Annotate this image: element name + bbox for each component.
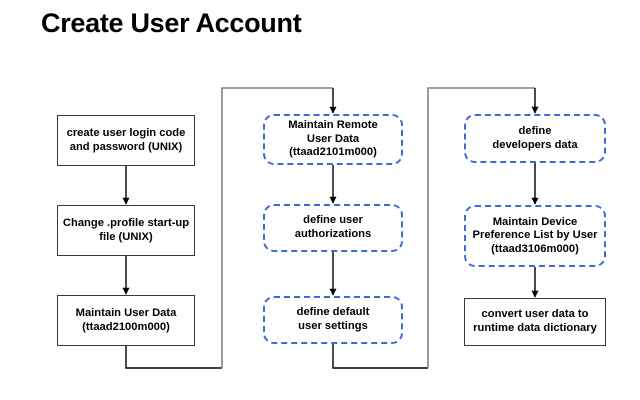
node-line: Maintain Remote bbox=[288, 119, 378, 132]
connector-c2-to-column3 bbox=[332, 344, 428, 369]
node-line: define user bbox=[303, 214, 363, 227]
node-maintain-device-preference-list[interactable]: Maintain Device Preference List by User … bbox=[464, 205, 606, 267]
node-line: runtime data dictionary bbox=[473, 322, 597, 334]
node-line: Maintain Device bbox=[492, 215, 578, 228]
node-line: define bbox=[518, 124, 552, 137]
node-line: define default bbox=[296, 306, 370, 319]
node-create-user-login-code[interactable]: create user login code and password (UNI… bbox=[57, 115, 195, 166]
node-define-default-user-settings[interactable]: define default user settings bbox=[263, 296, 403, 344]
page-title: Create User Account bbox=[41, 8, 302, 38]
node-maintain-user-data[interactable]: Maintain User Data (ttaad2100m000) bbox=[57, 295, 195, 346]
node-line: Maintain User Data bbox=[75, 306, 177, 319]
node-line: file (UNIX) bbox=[99, 230, 153, 243]
node-line: Change .profile start-up bbox=[62, 216, 190, 229]
node-line: User Data bbox=[306, 132, 360, 145]
node-line: create user login code bbox=[66, 126, 186, 139]
node-line: convert user data to bbox=[481, 308, 589, 321]
node-line: (ttaad3106m000) bbox=[491, 242, 579, 255]
node-change-profile-startup-file[interactable]: Change .profile start-up file (UNIX) bbox=[57, 205, 195, 256]
node-line: and password (UNIX) bbox=[69, 140, 183, 153]
node-line: (ttaad2101m000) bbox=[289, 146, 377, 159]
node-define-developers-data[interactable]: define developers data bbox=[464, 114, 606, 163]
node-line: authorizations bbox=[294, 228, 372, 240]
node-maintain-remote-user-data[interactable]: Maintain Remote User Data (ttaad2101m000… bbox=[263, 114, 403, 165]
node-line: developers data bbox=[492, 138, 578, 151]
node-line: user settings bbox=[298, 320, 368, 332]
connector-c1-to-column2 bbox=[125, 346, 222, 369]
node-define-user-authorizations[interactable]: define user authorizations bbox=[263, 204, 403, 252]
node-convert-user-data[interactable]: convert user data to runtime data dictio… bbox=[464, 298, 606, 346]
node-line: Preference List by User bbox=[472, 229, 598, 242]
node-line: (ttaad2100m000) bbox=[82, 320, 170, 333]
